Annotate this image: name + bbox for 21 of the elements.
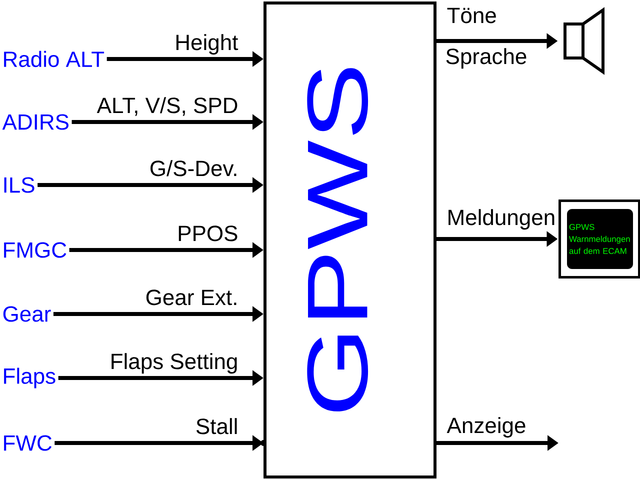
edge-label: ALT, V/S, SPD xyxy=(96,96,240,117)
edge-label: G/S-Dev. xyxy=(148,159,240,178)
display-screen: GPWS Warnmeldungen auf dem ECAM xyxy=(558,200,640,279)
system-label: Gear xyxy=(3,306,51,322)
edge-label: Height xyxy=(174,33,240,56)
system-label: Radio ALT xyxy=(4,50,104,68)
edge-label: PPOS xyxy=(176,224,240,242)
edge-label: Anzeige xyxy=(446,416,528,439)
system-label: ADIRS xyxy=(2,114,68,130)
edge-label: Töne xyxy=(446,6,498,24)
system-label: ILS xyxy=(4,177,34,193)
edge-label: Stall xyxy=(194,417,240,436)
speaker-icon xyxy=(564,7,604,75)
system-label: FWC xyxy=(4,435,52,451)
edge-label: Gear Ext. xyxy=(144,288,240,306)
system-label: FMGC xyxy=(4,242,66,258)
arrow-label: Sprache xyxy=(446,48,526,69)
edge-label: Meldungen xyxy=(446,208,557,231)
process-box: GPWS xyxy=(264,2,436,478)
system-label: Flaps xyxy=(4,368,56,388)
edge-label: Flaps Setting xyxy=(108,352,240,375)
